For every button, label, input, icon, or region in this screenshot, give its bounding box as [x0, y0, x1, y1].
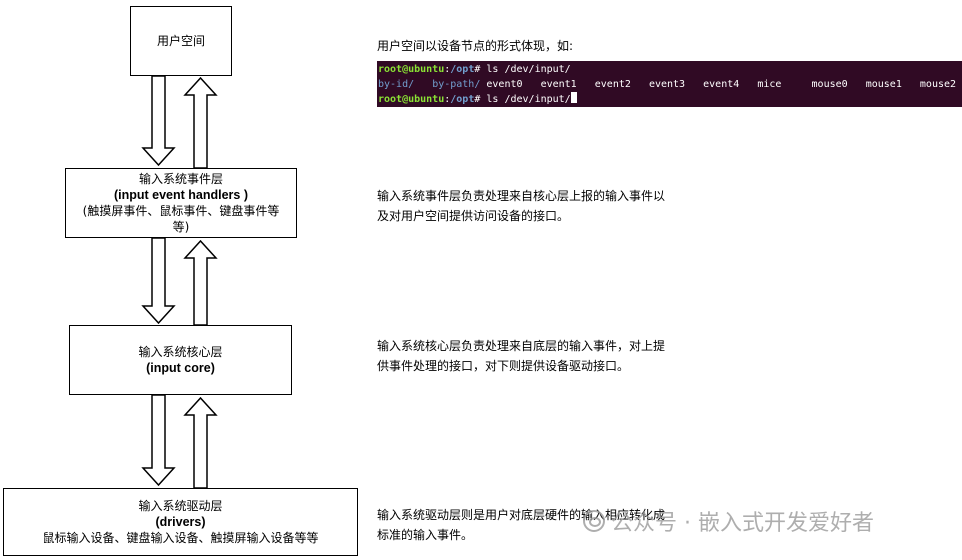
event-handlers-title: 输入系统事件层	[138, 172, 223, 186]
terminal-file: event3	[648, 79, 686, 90]
terminal-file: mouse2	[919, 79, 957, 90]
event-handlers-description: 输入系统事件层负责处理来自核心层上报的输入事件以及对用户空间提供访问设备的接口。	[377, 189, 666, 223]
terminal-file: event2	[594, 79, 631, 90]
input-core-subtitle: (input core)	[146, 361, 215, 375]
terminal-cursor	[570, 92, 577, 103]
event-handlers-box: 输入系统事件层 (input event handlers ) (触摸屏事件、鼠…	[65, 168, 297, 238]
watermark: 公众号 · 嵌入式开发爱好者	[583, 505, 874, 537]
terminal-path: /opt	[450, 64, 475, 75]
terminal-file: event4	[703, 79, 740, 90]
input-core-box: 输入系统核心层 (input core)	[69, 325, 292, 395]
terminal-dir: by-path/	[432, 79, 481, 90]
input-core-title: 输入系统核心层	[138, 345, 223, 359]
terminal-user: root@ubuntu	[378, 94, 445, 105]
drivers-box: 输入系统驱动层 (drivers) 鼠标输入设备、键盘输入设备、触摸屏输入设备等…	[3, 488, 358, 556]
terminal-file: mouse0	[811, 79, 848, 90]
down-arrow	[141, 237, 176, 325]
down-arrow	[141, 75, 176, 167]
up-arrow	[183, 239, 218, 326]
terminal-screenshot: root@ubuntu:/opt# ls /dev/input/ by-id/ …	[377, 61, 962, 107]
user-space-box: 用户空间	[130, 6, 232, 76]
event-handlers-subtitle: (input event handlers )	[113, 188, 249, 202]
watermark-text: 公众号 · 嵌入式开发爱好者	[611, 511, 874, 536]
down-arrow	[141, 394, 176, 487]
drivers-title: 输入系统驱动层	[138, 499, 223, 513]
terminal-file: mouse1	[865, 79, 902, 90]
user-space-description: 用户空间以设备节点的形式体现，如:	[377, 39, 574, 53]
terminal-command: ls /dev/input/	[486, 94, 571, 105]
input-core-description: 输入系统核心层负责处理来自底层的输入事件，对上提供事件处理的接口，对下则提供设备…	[377, 339, 666, 373]
event-handlers-note: (触摸屏事件、鼠标事件、键盘事件等等)	[82, 204, 280, 234]
terminal-file: mice	[757, 79, 782, 90]
terminal-command: ls /dev/input/	[486, 64, 571, 75]
user-space-title: 用户空间	[156, 34, 205, 48]
terminal-user: root@ubuntu	[378, 64, 445, 75]
up-arrow	[183, 76, 218, 169]
terminal-path: /opt	[450, 94, 475, 105]
wechat-logo-icon	[583, 510, 605, 532]
drivers-note: 鼠标输入设备、键盘输入设备、触摸屏输入设备等等	[42, 531, 319, 545]
up-arrow	[183, 396, 218, 489]
terminal-file: event0	[486, 79, 523, 90]
drivers-subtitle: (drivers)	[155, 515, 206, 529]
terminal-dir: by-id/	[378, 79, 415, 90]
terminal-file: event1	[540, 79, 577, 90]
